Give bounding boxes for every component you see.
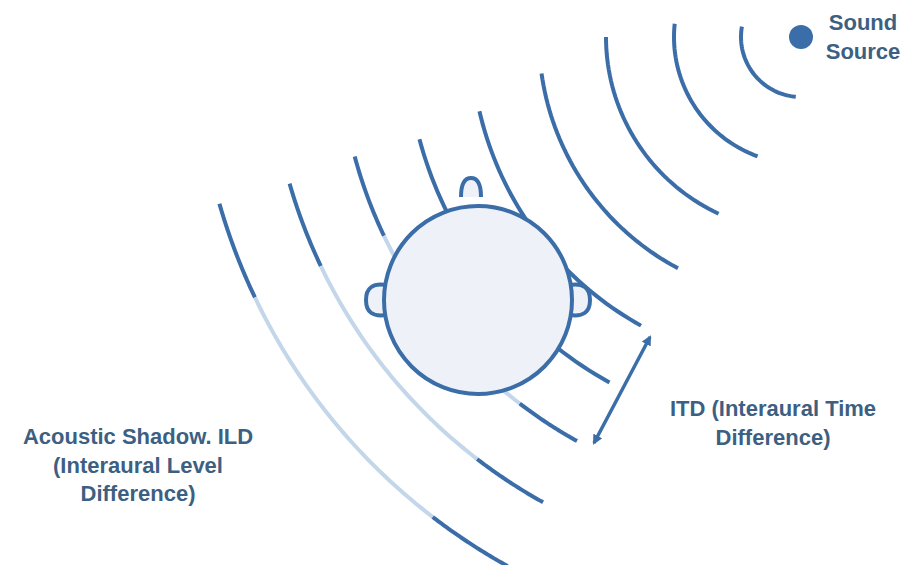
wave-arc [355, 157, 384, 236]
wave-arc [433, 517, 508, 565]
wave-arc [520, 404, 577, 442]
source-label: Sound Source [816, 8, 910, 67]
wave-arc [290, 184, 321, 266]
wave-arc [477, 459, 543, 502]
ild-label: Acoustic Shadow. ILD (Interaural Level D… [4, 422, 272, 510]
wave-arc [219, 204, 254, 298]
head-circle [384, 206, 572, 394]
sound-source-dot [789, 25, 813, 49]
wave-arc [542, 73, 678, 268]
wave-arc [606, 37, 719, 214]
nose [461, 178, 481, 197]
wave-arc [741, 27, 796, 97]
wave-arc [674, 24, 758, 157]
head [366, 178, 590, 394]
sound-waves [219, 24, 795, 565]
itd-label: ITD (Interaural Time Difference) [636, 394, 910, 453]
